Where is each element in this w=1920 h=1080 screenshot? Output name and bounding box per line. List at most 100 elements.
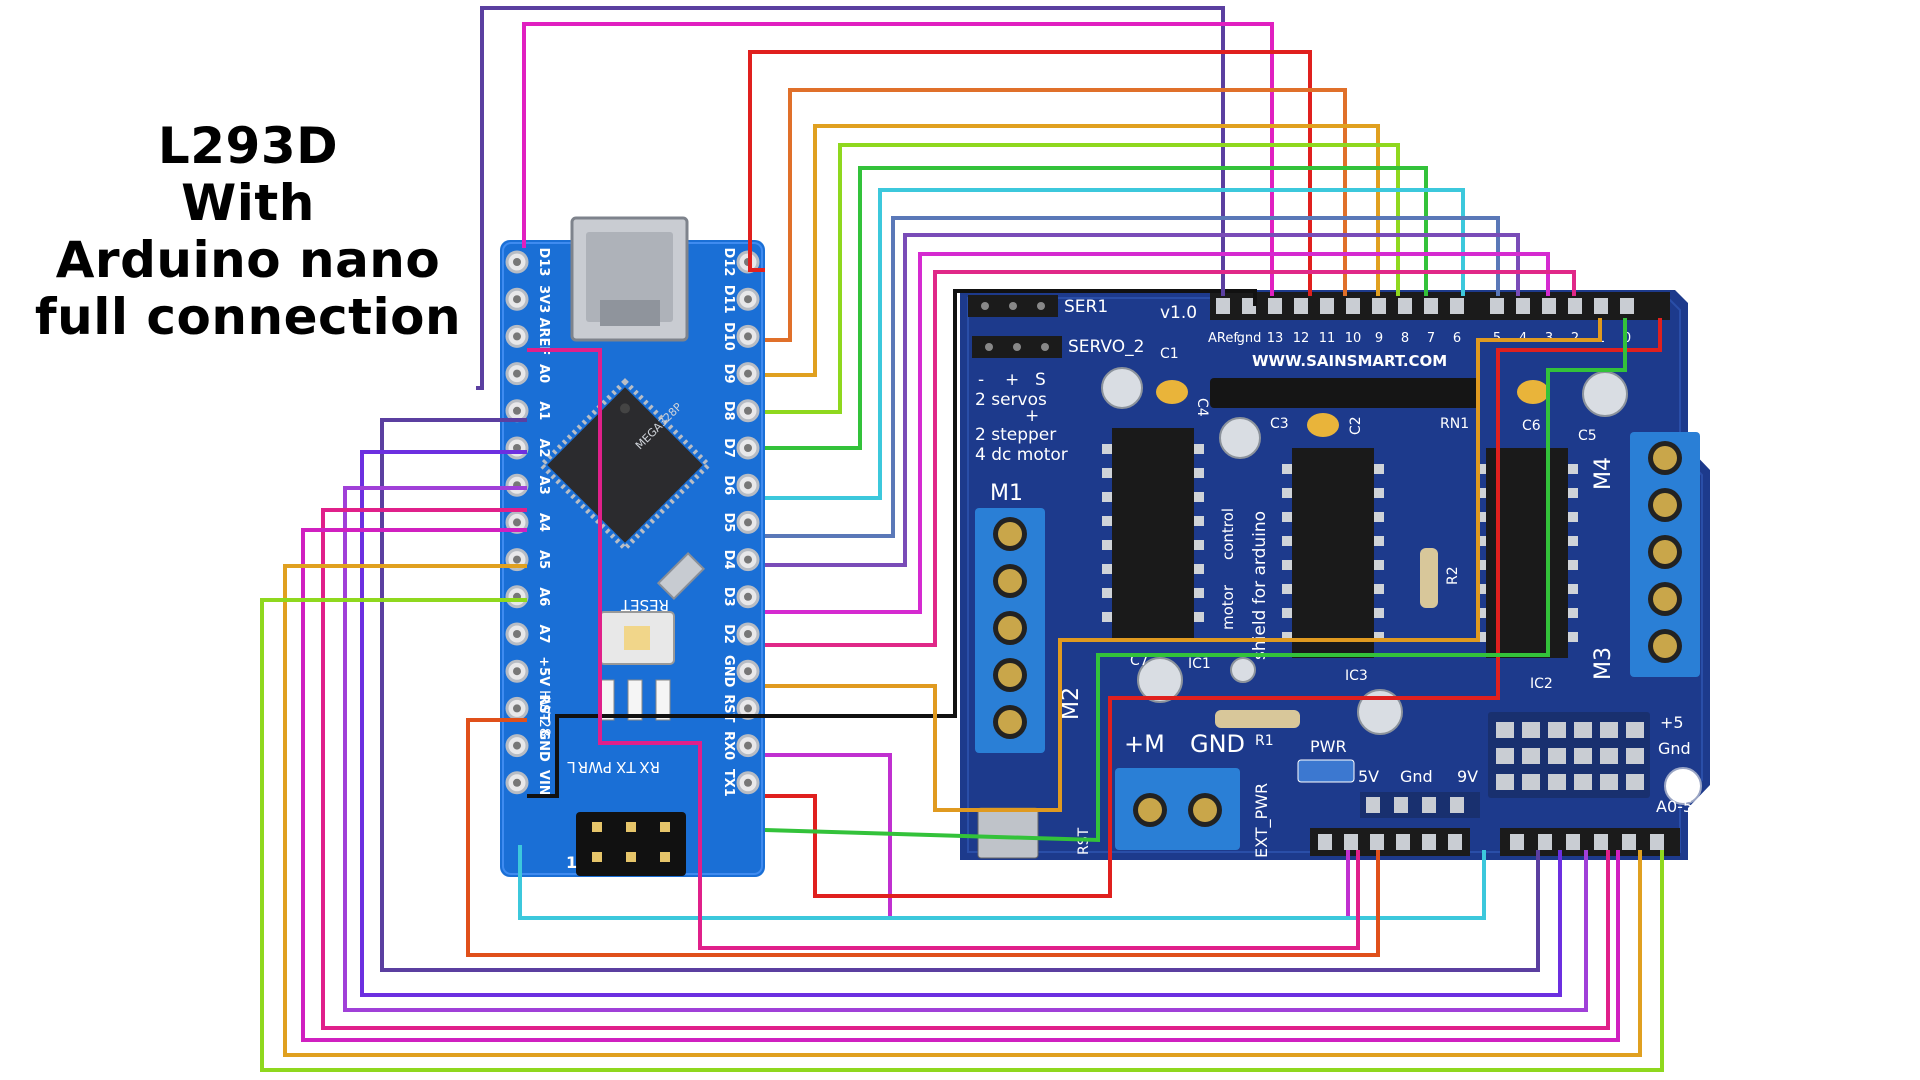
shield-top-pin (1542, 298, 1556, 314)
shield-top-pin-label: 8 (1401, 331, 1409, 346)
servo-pin-minus: - (978, 370, 984, 390)
analog-label-a0-5: A0-5 (1656, 797, 1693, 816)
feature-plus: + (1025, 406, 1039, 426)
wire-pink-3 (765, 270, 1576, 647)
pwr-jumper[interactable] (1297, 759, 1355, 783)
nano-right-pin-label: GND (721, 655, 736, 688)
nano-right-pin-label: D6 (721, 475, 736, 495)
nano-leds (599, 679, 671, 721)
title-line-4: full connection (34, 288, 462, 346)
wire-black (527, 289, 1257, 798)
shield-top-pin (1346, 298, 1360, 314)
led-label-pwr: PWR (578, 758, 612, 776)
shield-top-pin-label: 7 (1427, 331, 1435, 346)
wire-magenta-a4 (301, 528, 1620, 1042)
shield-top-pin (1620, 298, 1634, 314)
nano-left-pin-label: A0 (536, 364, 551, 383)
nano-led-rx-tx-label: RXTX (616, 758, 660, 776)
shield-website: WWW.SAINSMART.COM (1252, 352, 1447, 370)
pwr-jumper-label: PWR (1310, 737, 1347, 756)
nano-left-pin-label: A5 (536, 550, 551, 569)
nano-left-pin-label: AREF (536, 317, 551, 355)
voltage-label-9v: 9V (1457, 767, 1478, 786)
servo-label-1: SER1 (1064, 297, 1108, 317)
nano-right-pin-label: D7 (721, 438, 736, 458)
wire-gold-a5 (283, 564, 1642, 1057)
shield-top-pin (1216, 298, 1230, 314)
power-label-ext-pwr: EXT_PWR (1252, 783, 1272, 858)
resistors (1215, 548, 1438, 728)
wire-cyan-vin (518, 845, 1486, 920)
servo-header-2 (972, 336, 1062, 358)
nano-left-pin-label: +5V (536, 656, 551, 686)
board-text-motor: motor (1219, 584, 1237, 630)
title-line-1: L293D (157, 117, 339, 175)
wire-red-rx (765, 318, 1662, 898)
power-label-plus-m: +M (1124, 730, 1165, 758)
shield-top-pin (1450, 298, 1464, 314)
nano-right-pin-label: RST (721, 694, 736, 722)
led-label-rx: RX (640, 758, 660, 776)
shield-top-pin (1294, 298, 1308, 314)
shield-reset-button[interactable] (977, 807, 1039, 859)
shield-top-pin (1372, 298, 1386, 314)
nano-left-pin-label: VIN (536, 770, 551, 796)
motor-terminal-right (1630, 432, 1700, 677)
board-text-control: control (1219, 508, 1237, 560)
shield-top-pin-label: 9 (1375, 331, 1383, 346)
label-c4: C4 (1194, 398, 1210, 417)
servo-pin-plus: + (1005, 370, 1019, 390)
shield-top-pin (1242, 298, 1256, 314)
shield-top-pin-label: 13 (1267, 331, 1284, 346)
motor-label-m4: M4 (1591, 457, 1616, 490)
nano-reset-button-cap[interactable] (624, 626, 650, 650)
feature-stepper: 2 stepper (975, 425, 1056, 445)
shield-top-pin-label: 12 (1293, 331, 1310, 346)
feature-dc-motor: 4 dc motor (975, 445, 1068, 465)
voltage-label-gnd: Gnd (1400, 767, 1433, 786)
usb-connector-inner (586, 232, 673, 322)
label-ic2: IC2 (1530, 676, 1553, 692)
power-label-gnd: GND (1190, 730, 1245, 758)
feature-servos: 2 servos (975, 390, 1047, 410)
shield-version: v1.0 (1160, 303, 1197, 323)
capacitors (1101, 367, 1628, 735)
wire-purple-a0 (380, 418, 1540, 972)
shield-top-pin (1398, 298, 1412, 314)
nano-right-pin-label: D11 (721, 285, 736, 314)
servo-label-2: SERVO_2 (1068, 337, 1144, 357)
shield-top-pin (1568, 298, 1582, 314)
power-terminal-block (1115, 768, 1240, 850)
wire-violet-a2 (343, 486, 1588, 1012)
diagram-title: L293D With Arduino nano full connection (8, 118, 488, 346)
wire-purple-aref (476, 6, 1225, 390)
label-c2: C2 (1348, 416, 1364, 435)
resistor-network (1210, 378, 1480, 408)
nano-right-pin-label: D5 (721, 512, 736, 532)
wire-orange-5v (466, 718, 1380, 957)
label-r2: R2 (1445, 566, 1461, 585)
icsp-pin1-label: 1 (566, 853, 577, 872)
motor-label-m1: M1 (990, 481, 1023, 506)
wire-cyan-7 (765, 188, 1465, 500)
nano-right-pin-label: RX0 (721, 731, 736, 760)
wire-green-tx (764, 318, 1627, 843)
nano-left-pin-label: 3V3 (536, 285, 551, 313)
led-label-tx: TX (616, 758, 636, 776)
nano-right-pin-label: D2 (721, 624, 736, 644)
label-c3: C3 (1270, 416, 1289, 432)
nano-right-pin-label: D3 (721, 587, 736, 607)
wires (260, 6, 1664, 1072)
wire-green-8 (765, 166, 1428, 450)
nano-right-pin-label: D8 (721, 401, 736, 421)
label-ic1: IC1 (1188, 656, 1211, 672)
shield-top-pin (1516, 298, 1530, 314)
analog-label-plus5: +5 (1660, 713, 1684, 732)
motor-label-m2: M2 (1059, 687, 1084, 720)
icsp-pins (592, 822, 670, 862)
nano-right-pin-label: D9 (721, 364, 736, 384)
nano-board-label: HW-28 (536, 690, 552, 737)
shield-top-pin-label: 11 (1319, 331, 1336, 346)
shield-top-pin-label: ARef (1208, 331, 1238, 346)
